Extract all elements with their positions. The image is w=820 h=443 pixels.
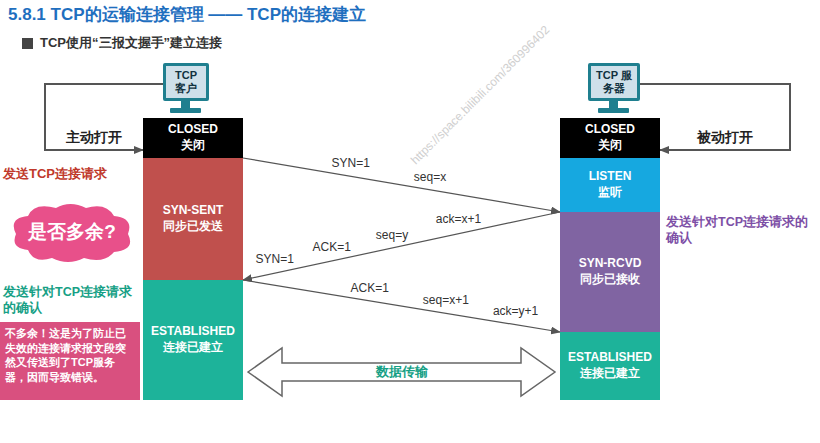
server-monitor: TCP 服务器 [588,63,640,101]
node-heading: ESTABLISHED [151,324,235,340]
edge-label: SYN=1 [332,156,370,170]
node-heading: TCP 服务器 [593,69,635,94]
node-heading: ESTABLISHED [568,350,652,366]
line-label: ack=y+1 [493,304,538,318]
node-subtext: 监听 [598,185,622,201]
node-subtext: 同步已发送 [163,219,223,235]
node-heading: SYN-SENT [163,203,224,219]
state-box: CLOSED关闭 [560,118,660,158]
line-label: seq=y [376,228,408,242]
node-subtext: 关闭 [598,138,622,154]
node-subtext: 连接已建立 [580,366,640,382]
state-box: SYN-SENT同步已发送 [143,158,243,280]
line-label: ACK=1 [313,240,351,254]
line-label: ack=x+1 [436,212,481,226]
message-arrow [243,158,560,212]
open-arrow [640,84,790,150]
node-heading: CLOSED [585,122,635,138]
node-subtext: 关闭 [181,138,205,154]
thought-cloud: 是否多余? [8,200,136,264]
node-heading: 不多余！这是为了防止已失效的连接请求报文段突然又传送到了TCP服务器，因而导致错… [5,326,135,384]
watermark: https://space.bilibili.com/360996402 [408,23,552,167]
node-subtext: 连接已建立 [163,340,223,356]
annotation: 发送TCP连接请求 [3,166,141,183]
client-monitor: TCP 客户 [163,63,209,101]
cloud-outline [14,204,130,262]
node-heading: CLOSED [168,122,218,138]
edge-label: 被动打开 [697,129,753,147]
state-box: ESTABLISHED连接已建立 [560,332,660,400]
double-arrow [248,348,555,396]
subtitle: TCP使用“三报文握手”建立连接 [40,34,222,52]
line-label: seq=x+1 [423,293,469,307]
state-box: CLOSED关闭 [143,118,243,158]
annotation: 发送针对TCP连接请求的确认 [666,214,816,247]
state-box: LISTEN监听 [560,158,660,212]
monitor-neck [181,101,190,109]
message-arrow [243,212,560,280]
monitor-base [170,108,201,113]
state-box: SYN-RCVD同步已接收 [560,212,660,332]
message-arrow [243,280,560,332]
edge-label: SYN=1 [256,252,294,266]
node-heading: SYN-RCVD [579,256,642,272]
monitor-base [598,108,629,113]
edge-label: ACK=1 [351,281,389,295]
edge-label: 主动打开 [66,129,122,147]
page-title: 5.8.1 TCP的运输连接管理 —— TCP的连接建立 [8,3,366,26]
bullet-square [22,38,33,49]
node-heading: TCP 客户 [169,69,203,94]
line-label: seq=x [414,170,446,184]
edge-label: 数据传输 [376,363,428,381]
annotation: 发送针对TCP连接请求的确认 [3,284,139,317]
node-subtext: 同步已接收 [580,272,640,288]
node-heading: LISTEN [589,169,632,185]
note-box: 不多余！这是为了防止已失效的连接请求报文段突然又传送到了TCP服务器，因而导致错… [0,322,140,400]
state-box: ESTABLISHED连接已建立 [143,280,243,400]
node-heading: 是否多余? [28,219,116,245]
monitor-neck [609,101,618,109]
